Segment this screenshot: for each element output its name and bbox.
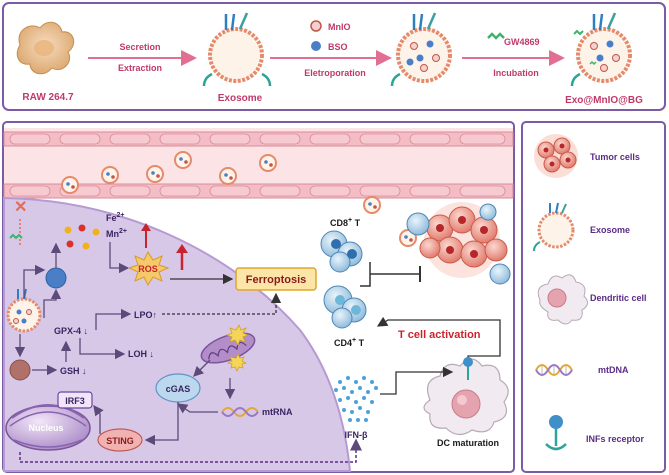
mechanism-panel: ✕ Fe2+ Mn2+ bbox=[2, 121, 515, 473]
gsh-label: GSH ↓ bbox=[60, 366, 87, 376]
mtrna-label: mtRNA bbox=[262, 407, 293, 417]
ros-burst-icon bbox=[127, 250, 170, 287]
irf3-box bbox=[57, 391, 93, 409]
blood-vessel bbox=[3, 128, 514, 199]
ifn-label: IFN-β bbox=[345, 430, 368, 440]
legend-mtdna-icon bbox=[535, 364, 573, 376]
mnio-label: MnIO bbox=[328, 22, 351, 32]
ifn-beta-icon bbox=[334, 376, 378, 422]
arrow-to-ros bbox=[109, 242, 130, 274]
sting-label: STING bbox=[106, 436, 134, 446]
fe-label: Fe2+ bbox=[106, 212, 125, 223]
bso-particle-icon bbox=[45, 267, 67, 289]
arrow-gpx-loh bbox=[79, 338, 126, 360]
arrow-gpx-lpo bbox=[95, 308, 132, 330]
internalized-exosome-icon bbox=[6, 288, 42, 333]
legend-dendritic-label: Dendritic cell bbox=[590, 293, 647, 303]
final-exosome-icon bbox=[570, 12, 632, 87]
legend-exosome-label: Exosome bbox=[590, 225, 630, 235]
arrow-cgas-sting bbox=[144, 402, 179, 446]
gw4869-icon bbox=[487, 32, 505, 40]
gw-inhibitor-icon bbox=[9, 233, 23, 240]
ferroptosis-box bbox=[235, 267, 317, 291]
step2-label: Eletroporation bbox=[304, 68, 366, 78]
legend-tumor-label: Tumor cells bbox=[590, 152, 640, 162]
cd8-t-cells-icon bbox=[320, 230, 363, 273]
bso-target-icon bbox=[9, 359, 31, 381]
cgas-label: cGAS bbox=[166, 384, 191, 394]
dendritic-cell-icon bbox=[423, 357, 509, 436]
arrow-lpo-ferroptosis bbox=[162, 292, 282, 315]
step3-label: Incubation bbox=[493, 68, 539, 78]
nucleus-label: Nucleus bbox=[28, 423, 63, 433]
ferroptosis-label: Ferroptosis bbox=[246, 274, 307, 286]
mn-label: Mn2+ bbox=[106, 228, 127, 239]
cd8-label: CD8+ T bbox=[330, 217, 361, 228]
arrow-to-bso bbox=[23, 264, 46, 298]
top-panel: RAW 264.7 Secretion Extraction Exosome M… bbox=[2, 2, 666, 111]
circulating-exosomes bbox=[61, 151, 417, 247]
t-activation-label: T cell activation bbox=[398, 329, 481, 341]
legend-tumor-icon bbox=[534, 134, 578, 178]
tumor-cluster-icon bbox=[406, 202, 511, 285]
ros-label: ROS bbox=[138, 264, 158, 274]
bso-dot-icon bbox=[311, 41, 321, 51]
block-x-icon: ✕ bbox=[14, 199, 27, 216]
nucleus-icon bbox=[5, 404, 91, 451]
legend-receptor-icon bbox=[545, 415, 567, 451]
arrow-t-cell-tumor bbox=[360, 262, 420, 287]
legend-dendritic-icon bbox=[537, 274, 588, 325]
loh-label: LOH ↓ bbox=[128, 349, 154, 359]
irf3-label: IRF3 bbox=[65, 396, 85, 406]
sting-icon bbox=[97, 428, 143, 452]
mtrna-helix-icon bbox=[221, 407, 259, 417]
gw-label: GW4869 bbox=[504, 37, 540, 47]
cd4-label: CD4+ T bbox=[334, 337, 365, 348]
legend-panel: Tumor cells Exosome Dendritic cell mtDNA bbox=[521, 121, 666, 473]
legend-exosome-icon bbox=[533, 202, 575, 252]
step1-line1: Secretion bbox=[119, 42, 160, 52]
mitochondria-icon bbox=[200, 324, 256, 372]
exosome-label: Exosome bbox=[218, 93, 263, 104]
bso-label: BSO bbox=[328, 42, 348, 52]
legend-mtdna-label: mtDNA bbox=[598, 365, 629, 375]
loaded-exosome-icon bbox=[390, 12, 452, 87]
lpo-label: LPO↑ bbox=[134, 310, 157, 320]
mnio-dot-icon bbox=[310, 20, 322, 32]
arrow-sting-irf3 bbox=[93, 404, 104, 434]
raw-label: RAW 264.7 bbox=[22, 92, 74, 103]
arrow-to-ifn bbox=[19, 438, 362, 463]
arrow-ifn-dc bbox=[380, 366, 454, 395]
dc-maturation-label: DC maturation bbox=[437, 438, 499, 448]
legend-receptor-label: INFs receptor bbox=[586, 434, 645, 444]
cd4-t-cells-icon bbox=[323, 285, 367, 329]
exosome-icon bbox=[202, 12, 272, 87]
gpx4-label: GPX-4 ↓ bbox=[54, 326, 88, 336]
final-label: Exo@MnIO@BG bbox=[565, 95, 643, 106]
metal-ions-icon bbox=[64, 224, 100, 250]
step1-line2: Extraction bbox=[118, 63, 162, 73]
raw-macrophage-icon bbox=[16, 21, 75, 75]
